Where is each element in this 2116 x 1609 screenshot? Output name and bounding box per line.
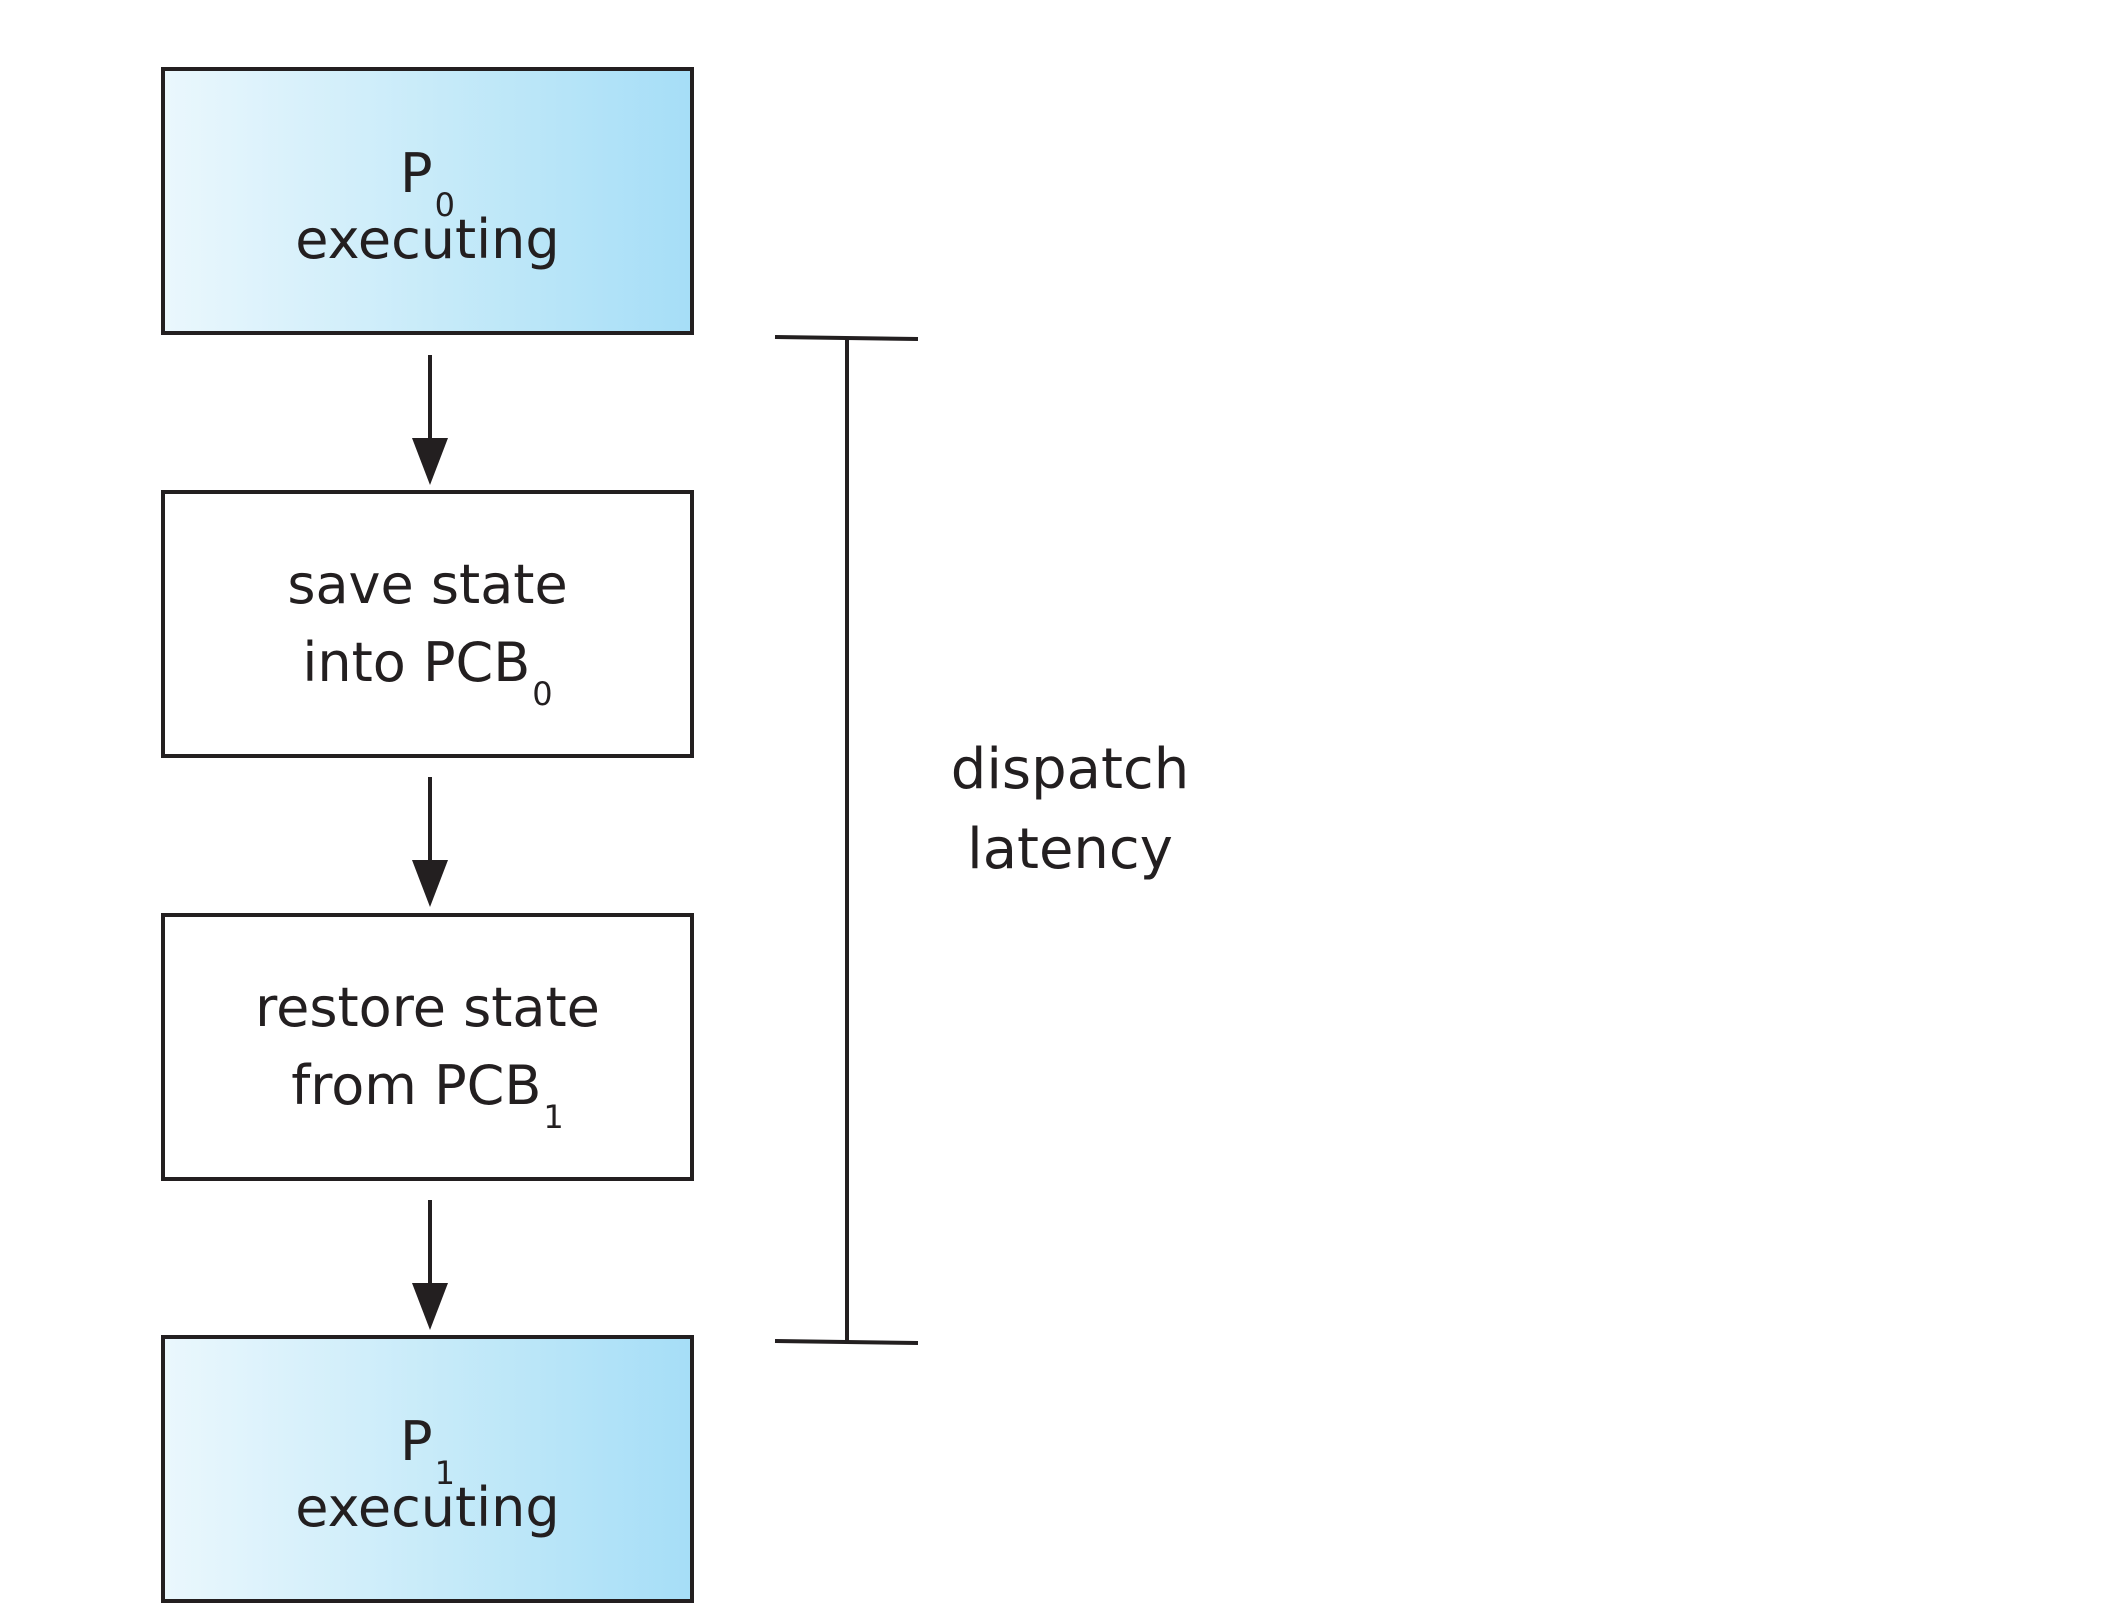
restore-pcb-subscript: 1 bbox=[543, 1098, 564, 1136]
p0-symbol: P bbox=[400, 141, 433, 205]
bracket-bottom-cap bbox=[774, 1339, 919, 1345]
p1-executing-text: executing bbox=[295, 1476, 560, 1539]
p0-executing-text: executing bbox=[295, 208, 560, 271]
arrow-restore-to-p1-head bbox=[412, 1283, 448, 1330]
latency-text: latency bbox=[967, 816, 1173, 882]
save-pcb-label: into PCB0 bbox=[302, 624, 552, 713]
save-pcb-subscript: 0 bbox=[532, 675, 553, 713]
arrow-save-to-restore-head bbox=[412, 860, 448, 907]
restore-pcb-label: from PCB1 bbox=[291, 1047, 564, 1136]
dispatch-latency-label: dispatch latency bbox=[930, 730, 1210, 889]
dispatch-text: dispatch bbox=[950, 737, 1190, 802]
restore-state-box: restore state from PCB1 bbox=[161, 913, 694, 1181]
save-state-box: save state into PCB0 bbox=[161, 490, 694, 758]
p0-subscript: 0 bbox=[434, 185, 455, 224]
p1-label: P1 bbox=[400, 1403, 455, 1492]
arrow-p0-to-save-head bbox=[412, 438, 448, 485]
p1-symbol: P bbox=[400, 1409, 433, 1473]
p1-executing-box: P1 executing bbox=[161, 1335, 694, 1603]
dispatch-latency-bracket bbox=[774, 335, 919, 1345]
save-pcb-text: into PCB bbox=[302, 631, 531, 694]
restore-state-text: restore state bbox=[255, 975, 600, 1039]
p1-subscript: 1 bbox=[434, 1453, 455, 1492]
p0-executing-box: P0 executing bbox=[161, 67, 694, 335]
save-state-text: save state bbox=[287, 552, 568, 616]
restore-pcb-text: from PCB bbox=[291, 1054, 542, 1117]
p0-label: P0 bbox=[400, 135, 455, 224]
